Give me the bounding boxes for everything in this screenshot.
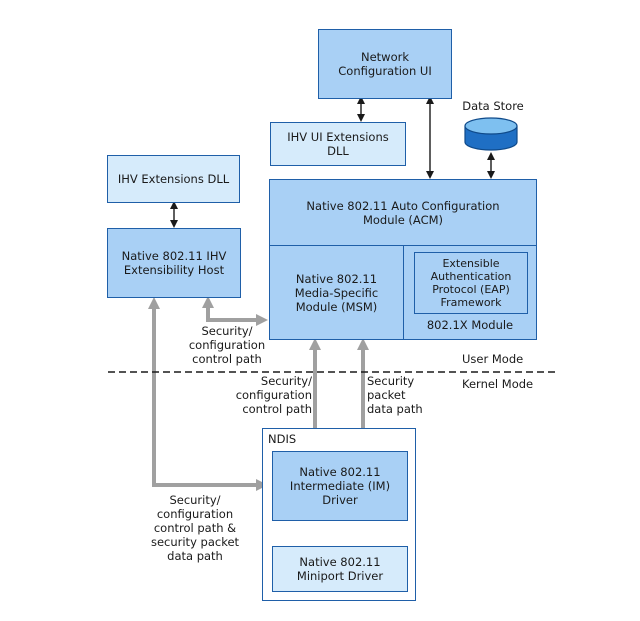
dot1x-module-label: 802.1X Module [426, 318, 514, 332]
security-config-label-2: Security/ configuration control path [235, 374, 312, 416]
ihv-extensions-dll-box: IHV Extensions DLL [107, 155, 240, 203]
dot1x-module-box: Extensible Authentication Protocol (EAP)… [403, 245, 537, 340]
network-config-ui-box: Network Configuration UI [318, 29, 452, 99]
eap-framework-box: Extensible Authentication Protocol (EAP)… [414, 252, 528, 314]
miniport-driver-box: Native 802.11 Miniport Driver [272, 546, 408, 592]
security-packet-label: Security packet data path [367, 374, 423, 416]
im-driver-box: Native 802.11 Intermediate (IM) Driver [272, 451, 408, 521]
kernel-mode-label: Kernel Mode [462, 377, 534, 391]
acm-box: Native 802.11 Auto Configuration Module … [269, 179, 537, 246]
arrow-host-msm [202, 296, 268, 326]
security-config-label-3: Security/ configuration control path & s… [150, 493, 240, 563]
ndis-label: NDIS [268, 432, 297, 446]
arrow-host-im [148, 297, 268, 491]
user-mode-label: User Mode [462, 352, 524, 366]
data-store-label: Data Store [462, 99, 524, 113]
security-config-label-1: Security/ configuration control path [188, 324, 266, 366]
ihv-ui-extensions-box: IHV UI Extensions DLL [270, 122, 406, 166]
ihv-extensibility-host-box: Native 802.11 IHV Extensibility Host [107, 228, 241, 298]
data-store-icon [464, 117, 518, 151]
msm-box: Native 802.11 Media-Specific Module (MSM… [269, 245, 404, 340]
ndis-container: NDIS Native 802.11 Intermediate (IM) Dri… [262, 428, 416, 601]
